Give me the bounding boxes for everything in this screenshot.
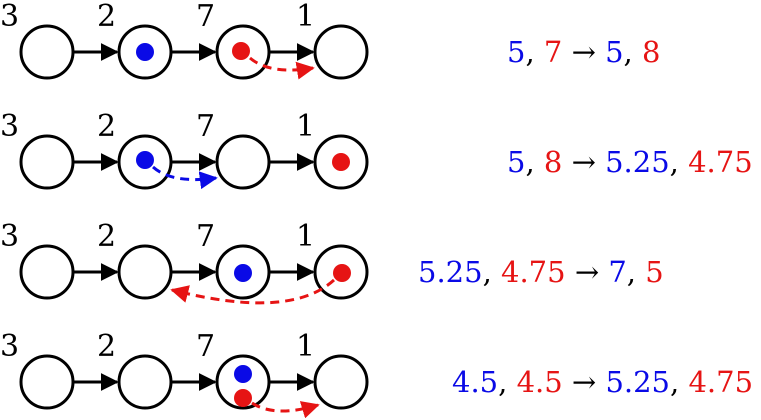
weight-label: 2: [97, 109, 116, 144]
node-circle: [313, 24, 369, 80]
weight-label: 2: [97, 0, 116, 34]
blue-token: [136, 43, 154, 61]
red-token: [234, 389, 252, 407]
weight-label: 7: [196, 0, 215, 34]
blue-token: [234, 264, 252, 282]
weight-label: 3: [0, 109, 19, 144]
weight-label: 3: [0, 219, 19, 254]
weight-label: 7: [196, 219, 215, 254]
red-token: [232, 42, 250, 60]
move-arrow-blue: [152, 165, 218, 190]
row-2: 3 2 7 1: [0, 109, 369, 190]
node-circle: [19, 244, 75, 300]
node-circle: [313, 354, 369, 410]
row-4: 3 2 7 1: [0, 329, 369, 419]
weight-label: 7: [196, 109, 215, 144]
equation-row-1: 5, 7 → 5, 8: [507, 35, 660, 69]
weight-label: 2: [97, 219, 116, 254]
weight-label: 3: [0, 0, 19, 34]
blue-token: [234, 365, 252, 383]
weight-label: 2: [97, 329, 116, 364]
weight-label: 1: [296, 329, 315, 364]
node-circle: [19, 24, 75, 80]
weight-label: 7: [196, 329, 215, 364]
weight-label: 3: [0, 329, 19, 364]
node-circle: [19, 354, 75, 410]
equation-row-3: 5.25, 4.75 → 7, 5: [418, 255, 664, 289]
move-arrow-red: [170, 278, 336, 305]
weight-label: 1: [296, 109, 315, 144]
node-circle: [117, 244, 173, 300]
row-1: 3 2 7 1: [0, 0, 369, 80]
node-circle: [19, 134, 75, 190]
node-circle: [215, 134, 271, 190]
row-3: 3 2 7 1: [0, 219, 369, 305]
red-token: [332, 153, 350, 171]
move-arrow-red: [251, 401, 320, 419]
equation-row-4: 4.5, 4.5 → 5.25, 4.75: [452, 365, 753, 399]
red-token: [333, 264, 351, 282]
blue-token: [136, 151, 154, 169]
equation-row-2: 5, 8 → 5.25, 4.75: [507, 145, 753, 179]
weight-label: 1: [296, 0, 315, 34]
move-arrow-red: [249, 56, 315, 80]
node-circle: [117, 354, 173, 410]
weight-label: 1: [296, 219, 315, 254]
